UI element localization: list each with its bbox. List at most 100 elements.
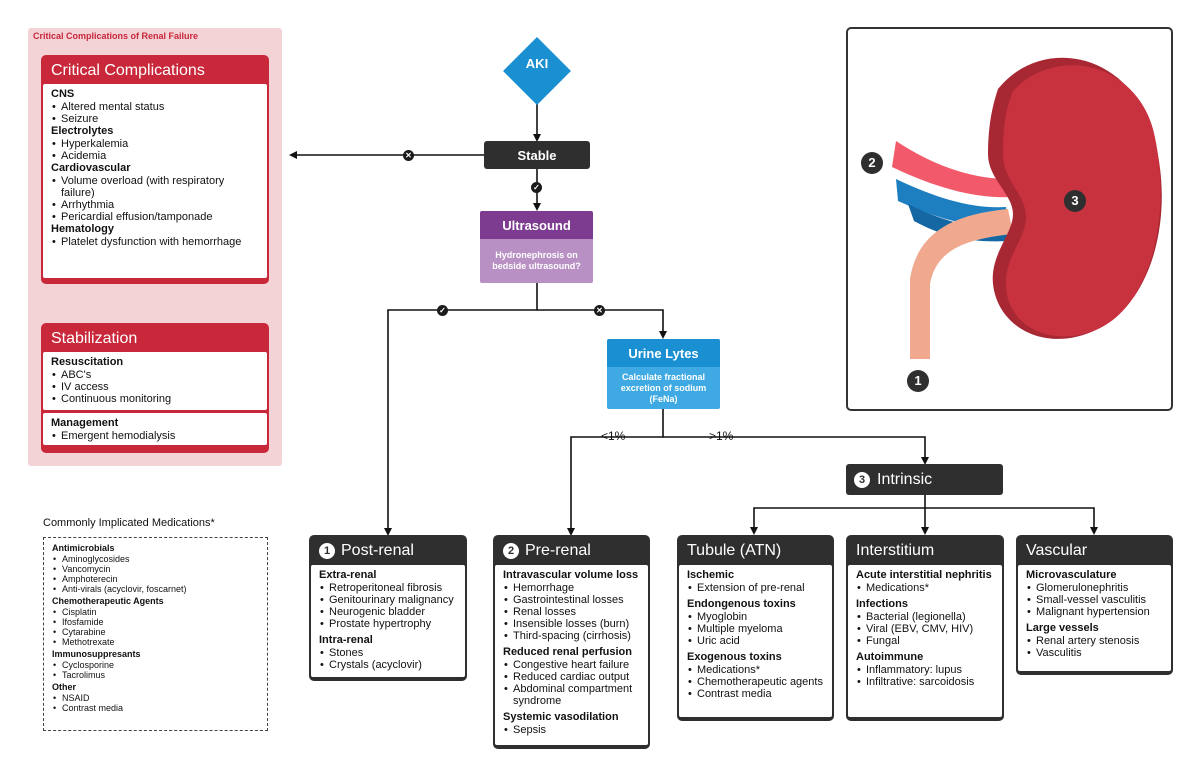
list-item: Genitourinary malignancy [319, 594, 457, 606]
ultrasound-split-line [384, 283, 538, 536]
box-title: Pre-renal [525, 542, 591, 559]
box-title: Stabilization [51, 330, 138, 347]
critical-complications-box: Critical Complications CNS Altered menta… [41, 55, 269, 284]
medication-item: Aminoglycosides [52, 554, 259, 564]
list-item: Medications* [687, 664, 824, 676]
box-title: Vascular [1026, 542, 1088, 559]
intrinsic-node: 3 Intrinsic [846, 464, 1003, 495]
urine-lytes-text: Calculate fractional excretion of sodium… [607, 367, 720, 409]
section-title: Autoimmune [856, 651, 924, 663]
fena-high-label: >1% [709, 429, 734, 443]
section-title: Electrolytes [51, 125, 114, 137]
list-item: Emergent hemodialysis [51, 430, 259, 442]
box-body: Ischemic Extension of pre-renal Endongen… [679, 565, 832, 717]
ultrasound-question: Hydronephrosis on bedside ultrasound? [480, 239, 593, 283]
section-electrolytes: Electrolytes Hyperkalemia Acidemia [51, 125, 259, 162]
urine-to-intrinsic-arrow [663, 436, 929, 465]
medication-category: Chemotherapeutic Agents [52, 596, 164, 606]
box-header: Vascular [1018, 537, 1171, 565]
kidney-label-1: 1 [907, 370, 929, 392]
medication-category: Immunosuppresants [52, 649, 141, 659]
section-title: Ischemic [687, 569, 735, 581]
intrinsic-to-vascular-arrow [925, 507, 1098, 535]
box-title: Critical Complications [51, 62, 205, 79]
list-item: Arrhythmia [51, 199, 259, 211]
vascular-box: Vascular Microvasculature Glomerulonephr… [1016, 535, 1173, 675]
list-item: Continuous monitoring [51, 393, 259, 405]
number-badge: 2 [503, 543, 519, 559]
medication-item: Amphoterecin [52, 574, 259, 584]
medications-box: Antimicrobials Aminoglycosides Vancomyci… [43, 537, 268, 731]
list-item: Stones [319, 647, 457, 659]
box-body: CNS Altered mental status Seizure Electr… [43, 84, 267, 278]
medication-item: NSAID [52, 693, 259, 703]
yes-marker-icon: ✓ [531, 182, 542, 193]
medication-item: Cisplatin [52, 607, 259, 617]
no-marker-icon: ✕ [403, 150, 414, 161]
box-title: Tubule (ATN) [687, 542, 782, 559]
panel-title: Critical Complications of Renal Failure [33, 31, 199, 41]
medication-category: Other [52, 682, 77, 692]
list-item: Acidemia [51, 150, 259, 162]
box-header: Interstitium [848, 537, 1002, 565]
section-title: CNS [51, 88, 75, 100]
list-item: Seizure [51, 113, 259, 125]
medication-item: Cyclosporine [52, 660, 259, 670]
box-header: 1 Post-renal [311, 537, 465, 565]
medication-item: Contrast media [52, 703, 259, 713]
medication-item: Cytarabine [52, 627, 259, 637]
list-item: Third-spacing (cirrhosis) [503, 630, 640, 642]
section-title: Intra-renal [319, 634, 373, 646]
section-hematology: Hematology Platelet dysfunction with hem… [51, 223, 259, 248]
list-item: Chemotherapeutic agents [687, 676, 824, 688]
stabilization-box: Stabilization Resuscitation ABC's IV acc… [41, 323, 269, 453]
list-item: Fungal [856, 635, 994, 647]
section-title: Cardiovascular [51, 162, 131, 174]
ultrasound-title: Ultrasound [480, 211, 593, 239]
list-item: Gastrointestinal losses [503, 594, 640, 606]
section-title: Large vessels [1026, 622, 1099, 634]
interstitium-box: Interstitium Acute interstitial nephriti… [846, 535, 1004, 721]
medication-item: Tacrolimus [52, 670, 259, 680]
medication-item: Ifosfamide [52, 617, 259, 627]
list-item: Contrast media [687, 688, 824, 700]
medication-item: Anti-virals (acyclovir, foscarnet) [52, 584, 259, 594]
list-item: Reduced cardiac output [503, 671, 640, 683]
box-body: Extra-renal Retroperitoneal fibrosis Gen… [311, 565, 465, 677]
kidney-illustration [892, 57, 1162, 359]
pre-renal-box: 2 Pre-renal Intravascular volume loss He… [493, 535, 650, 749]
intrinsic-title: Intrinsic [877, 470, 933, 488]
section-cardiovascular: Cardiovascular Volume overload (with res… [51, 162, 259, 223]
list-item: Prostate hypertrophy [319, 618, 457, 630]
urine-to-prerenal-arrow [567, 409, 664, 536]
post-renal-box: 1 Post-renal Extra-renal Retroperitoneal… [309, 535, 467, 681]
section-title: Systemic vasodilation [503, 711, 619, 723]
list-item: IV access [51, 381, 259, 393]
resuscitation-body: Resuscitation ABC's IV access Continuous… [43, 352, 267, 410]
section-title: Infections [856, 598, 908, 610]
ultrasound-to-urine-arrow [537, 309, 667, 339]
list-item: Pericardial effusion/tamponade [51, 211, 259, 223]
kidney-label-3: 3 [1064, 190, 1086, 212]
list-item: Platelet dysfunction with hemorrhage [51, 236, 259, 248]
section-title: Endongenous toxins [687, 598, 796, 610]
fena-low-label: <1% [601, 429, 626, 443]
box-body: Intravascular volume loss Hemorrhage Gas… [495, 565, 648, 745]
list-item: Myoglobin [687, 611, 824, 623]
no-marker-icon: ✕ [594, 305, 605, 316]
section-title: Hematology [51, 223, 114, 235]
list-item: Abdominal compartment syndrome [503, 683, 640, 707]
renal-artery [892, 141, 1013, 198]
urine-lytes-title: Urine Lytes [607, 339, 720, 367]
list-item: Medications* [856, 582, 994, 594]
list-item: Hyperkalemia [51, 138, 259, 150]
section-cns: CNS Altered mental status Seizure [51, 88, 259, 125]
section-title: Reduced renal perfusion [503, 646, 632, 658]
section-title: Microvasculature [1026, 569, 1117, 581]
section-title: Acute interstitial nephritis [856, 569, 992, 581]
list-item: Altered mental status [51, 101, 259, 113]
kidney-illustration-panel: 2 3 1 [846, 27, 1173, 411]
box-title: Interstitium [856, 542, 935, 559]
box-title: Post-renal [341, 542, 414, 559]
tubule-box: Tubule (ATN) Ischemic Extension of pre-r… [677, 535, 834, 721]
